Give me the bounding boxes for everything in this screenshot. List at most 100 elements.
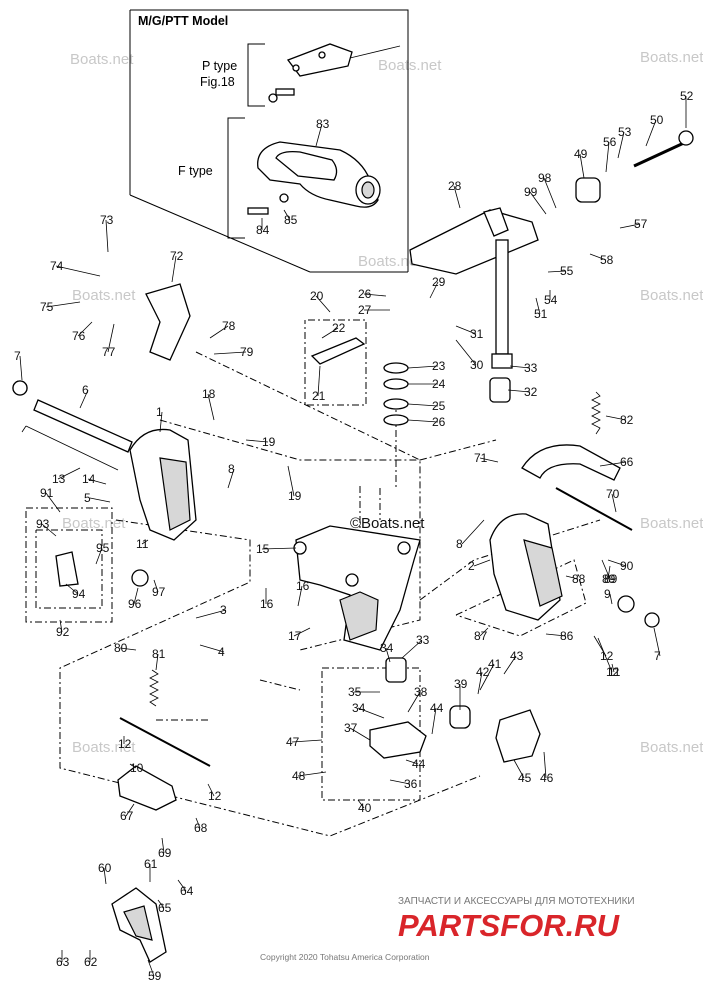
callout-leader bbox=[65, 583, 79, 595]
callout-leader bbox=[119, 647, 137, 651]
callout-leader bbox=[503, 655, 517, 675]
callout-leader bbox=[315, 123, 323, 147]
bush-96 bbox=[131, 569, 149, 587]
callout-label: 8 bbox=[228, 462, 235, 476]
callout-leader bbox=[55, 265, 101, 277]
callout-label: 58 bbox=[600, 253, 614, 267]
clamp-bracket-2 bbox=[489, 513, 563, 621]
callout-leader bbox=[477, 671, 483, 695]
rod-13 bbox=[21, 425, 119, 471]
watermark: Boats.net bbox=[640, 739, 703, 756]
callout-leader bbox=[653, 627, 661, 657]
watermark: Boats.net bbox=[640, 49, 703, 66]
inset-title: M/G/PTT Model bbox=[138, 14, 228, 28]
callout-leader bbox=[407, 691, 421, 713]
callout-label: 16 bbox=[260, 597, 274, 611]
shop-tagline: ЗАПЧАСТИ И АКСЕССУАРЫ ДЛЯ МОТОТЕХНИКИ bbox=[398, 896, 635, 907]
callout-leader bbox=[385, 647, 391, 663]
callout-label: 17 bbox=[288, 629, 302, 643]
callout-leader bbox=[609, 593, 613, 605]
callout-label: 18 bbox=[202, 387, 216, 401]
watermark: Boats.net bbox=[378, 57, 442, 74]
callout-label: 89 bbox=[604, 572, 618, 586]
callout-label: 10 bbox=[130, 761, 144, 775]
callout-leader bbox=[297, 771, 327, 777]
callout-leader bbox=[77, 321, 93, 337]
callout-label: 82 bbox=[620, 413, 634, 427]
callout-leader bbox=[611, 663, 615, 673]
plate-20 bbox=[310, 337, 366, 365]
inset-frame bbox=[129, 9, 409, 273]
callout-label: 98 bbox=[538, 171, 552, 185]
rod-70 bbox=[555, 487, 633, 531]
callout-label: 6 bbox=[82, 383, 89, 397]
callout-leader bbox=[157, 899, 165, 909]
callout-leader bbox=[357, 707, 385, 719]
callout-label: 89 bbox=[602, 572, 616, 586]
callout-label: 38 bbox=[414, 685, 428, 699]
callout-label: 52 bbox=[680, 89, 694, 103]
callout-label: 90 bbox=[620, 559, 634, 573]
callout-label: 12 bbox=[606, 665, 620, 679]
callout-leader bbox=[57, 467, 81, 480]
cap-7-left bbox=[12, 380, 28, 396]
copyright-text: Copyright 2020 Tohatsu America Corporati… bbox=[260, 952, 430, 962]
callout-leader bbox=[407, 419, 439, 423]
callout-leader bbox=[147, 959, 155, 977]
callout-label: 57 bbox=[634, 217, 648, 231]
callout-label: 61 bbox=[144, 857, 158, 871]
callout-leader bbox=[617, 131, 625, 159]
callout-leader bbox=[479, 663, 495, 691]
callout-leader bbox=[103, 867, 107, 885]
callout-leader bbox=[177, 879, 187, 892]
callout-leader bbox=[45, 301, 81, 308]
watermark: Boats.net bbox=[640, 515, 703, 532]
callout-leader bbox=[297, 585, 303, 607]
callout-label: 36 bbox=[404, 777, 418, 791]
callout-label: 71 bbox=[474, 451, 488, 465]
callout-label: 63 bbox=[56, 955, 70, 969]
bush-49 bbox=[575, 177, 601, 203]
callout-leader bbox=[461, 519, 485, 545]
lever-59 bbox=[111, 887, 167, 963]
callout-label: 78 bbox=[222, 319, 236, 333]
callout-label: 67 bbox=[120, 809, 134, 823]
callout-leader bbox=[349, 727, 371, 741]
callout-label: 64 bbox=[180, 884, 194, 898]
callout-leader bbox=[547, 270, 567, 273]
callout-label: 24 bbox=[432, 377, 446, 391]
callout-label: 65 bbox=[158, 901, 172, 915]
callout-label: 46 bbox=[540, 771, 554, 785]
callout-leader bbox=[589, 253, 607, 261]
callout-label: 95 bbox=[96, 541, 110, 555]
callout-label: 5 bbox=[84, 491, 91, 505]
arm-72 bbox=[145, 283, 191, 361]
shop-logo: PARTSFOR.RU bbox=[398, 908, 621, 943]
callout-label: 20 bbox=[310, 289, 324, 303]
callout-label: 62 bbox=[84, 955, 98, 969]
callout-leader bbox=[357, 799, 365, 809]
nut-9 bbox=[617, 595, 635, 613]
callout-label: 68 bbox=[194, 821, 208, 835]
swivel-bracket-15 bbox=[293, 525, 421, 651]
callout-label: 75 bbox=[40, 300, 54, 314]
callout-label: 72 bbox=[170, 249, 184, 263]
callout-label: 33 bbox=[416, 633, 430, 647]
callout-leader bbox=[513, 759, 525, 779]
callout-leader bbox=[199, 644, 225, 653]
callout-label: 2 bbox=[468, 559, 475, 573]
callout-label: 12 bbox=[600, 649, 614, 663]
callout-label: 70 bbox=[606, 487, 620, 501]
callout-label: 69 bbox=[158, 846, 172, 860]
callout-leader bbox=[479, 457, 499, 463]
callout-label: 11 bbox=[608, 665, 621, 679]
p-type-label: P type bbox=[202, 59, 237, 73]
callout-label: 3 bbox=[220, 603, 227, 617]
spring-81 bbox=[149, 669, 159, 707]
callout-label: 85 bbox=[284, 213, 298, 227]
callout-label: 39 bbox=[454, 677, 468, 691]
callout-leader bbox=[529, 191, 547, 215]
lever-67 bbox=[117, 765, 177, 811]
callout-label: 73 bbox=[100, 213, 114, 227]
callout-leader bbox=[473, 559, 491, 567]
